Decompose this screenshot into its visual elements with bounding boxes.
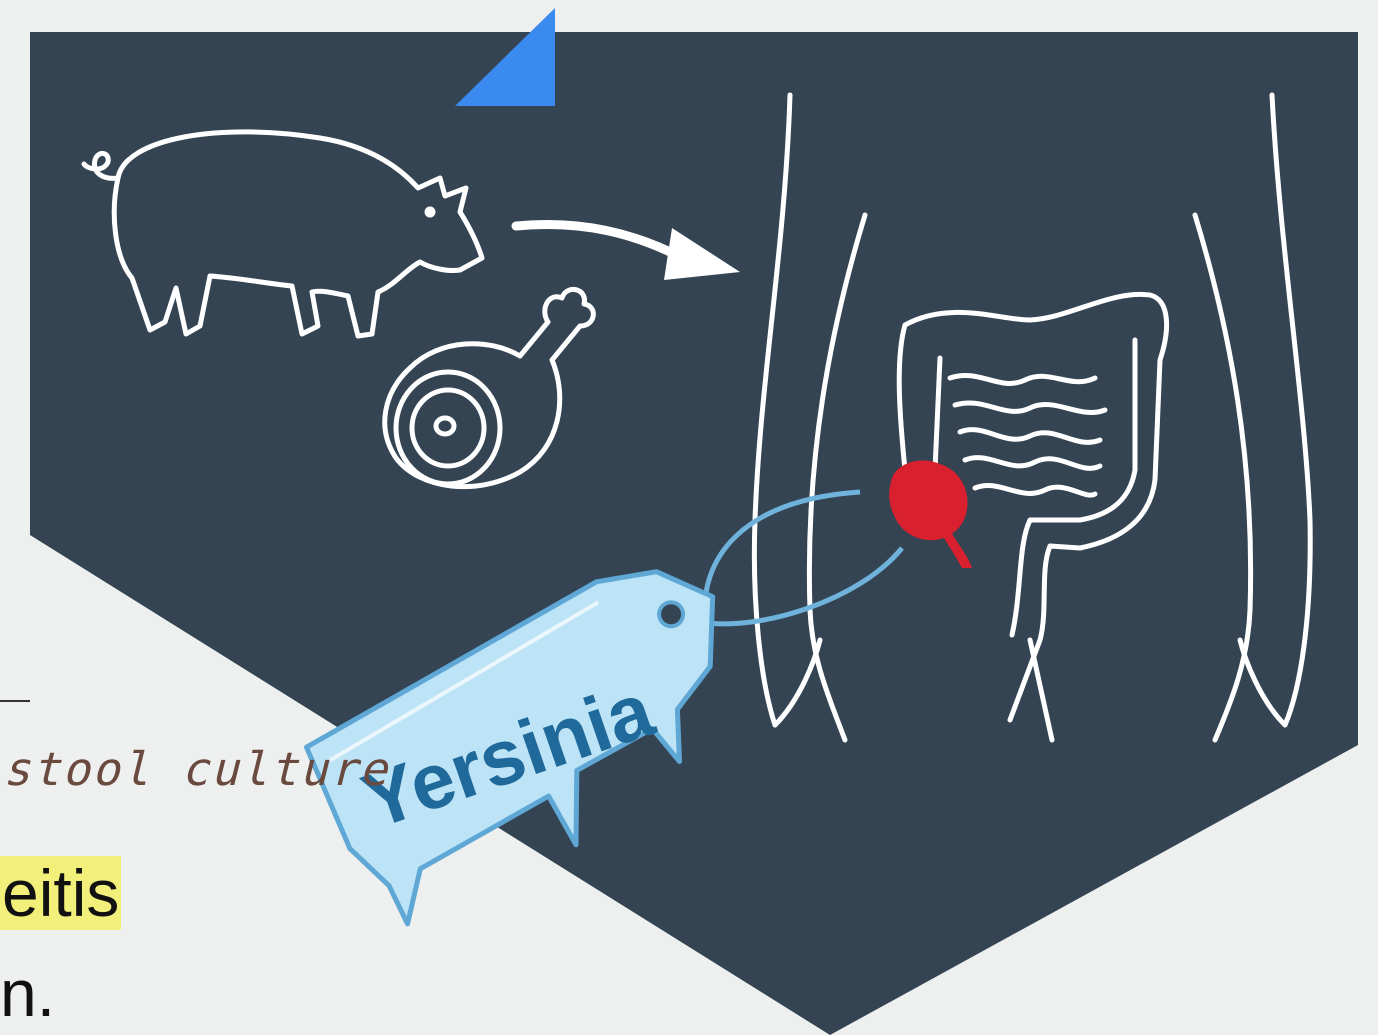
body-text-line-1: eitis — [0, 860, 121, 926]
divider-line — [0, 700, 30, 702]
body-text-line-2: n. — [0, 960, 55, 1026]
highlighted-word: eitis — [0, 856, 121, 930]
handwritten-note: stool culture — [0, 742, 399, 796]
dark-panel — [30, 32, 1358, 1035]
